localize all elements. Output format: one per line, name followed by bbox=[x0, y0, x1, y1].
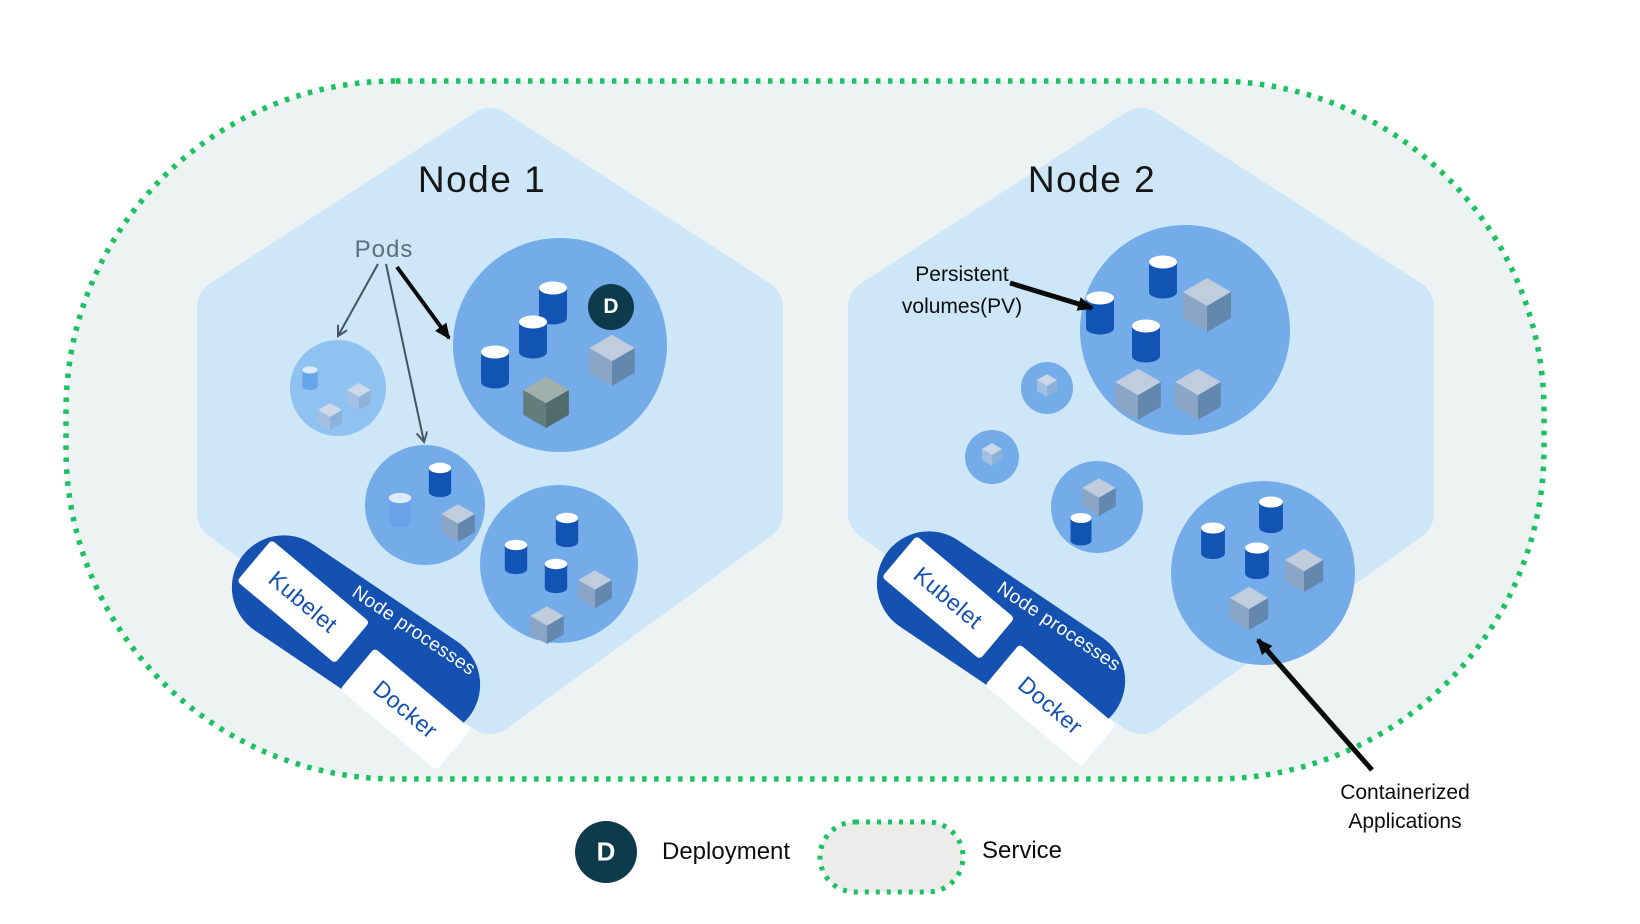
service-shape bbox=[817, 819, 966, 895]
node-1-title: Node 1 bbox=[417, 159, 547, 200]
containerized-apps-arrow bbox=[1256, 638, 1374, 772]
persistent-volumes-label: Persistent volumes(PV) bbox=[902, 259, 1022, 323]
pod-circle bbox=[453, 238, 667, 452]
persistent-volume-icon bbox=[519, 315, 547, 359]
containerized-apps-label: Containerized Applications bbox=[1340, 778, 1470, 836]
pods-arrow bbox=[395, 265, 451, 340]
persistent-volume-icon bbox=[1201, 522, 1225, 560]
persistent-volume-icon bbox=[428, 462, 452, 498]
kubelet-label: Kubelet bbox=[263, 565, 344, 638]
persistent-volume-icon bbox=[481, 345, 509, 389]
pods-arrow bbox=[338, 263, 379, 336]
persistent-volumes-label-line2: volumes(PV) bbox=[901, 295, 1023, 318]
deployment-badge-letter: D bbox=[603, 295, 619, 318]
persistent-volume-icon bbox=[544, 558, 568, 594]
legend-deployment-badge bbox=[575, 821, 637, 883]
persistent-volumes-arrow bbox=[1009, 280, 1094, 311]
persistent-volume-icon bbox=[1132, 319, 1160, 363]
pods-arrow bbox=[385, 263, 424, 442]
pod-circle bbox=[365, 445, 485, 565]
legend-deployment-label: Deployment bbox=[662, 838, 791, 865]
containerized-apps-label-line1: Containerized bbox=[1340, 781, 1470, 804]
legend-service-label: Service bbox=[982, 837, 1063, 864]
persistent-volume-icon bbox=[1086, 291, 1114, 335]
persistent-volume-icon bbox=[302, 366, 318, 391]
persistent-volume-icon bbox=[555, 512, 579, 548]
containerized-apps-label-line2: Applications bbox=[1348, 810, 1462, 833]
persistent-volume-icon bbox=[1070, 513, 1092, 546]
persistent-volume-icon bbox=[504, 539, 528, 575]
pod-circle bbox=[290, 340, 386, 436]
persistent-volumes-label-line1: Persistent bbox=[915, 263, 1009, 286]
pods-label: Pods bbox=[354, 236, 414, 263]
node-2-title: Node 2 bbox=[1027, 159, 1157, 200]
persistent-volume-icon bbox=[388, 492, 412, 528]
persistent-volume-icon bbox=[1259, 496, 1283, 534]
legend-deployment-badge-letter: D bbox=[596, 836, 616, 867]
deployment-badge bbox=[588, 284, 634, 330]
persistent-volume-icon bbox=[1245, 542, 1269, 580]
persistent-volume-icon bbox=[1149, 255, 1177, 299]
kubelet-label: Kubelet bbox=[908, 561, 989, 634]
